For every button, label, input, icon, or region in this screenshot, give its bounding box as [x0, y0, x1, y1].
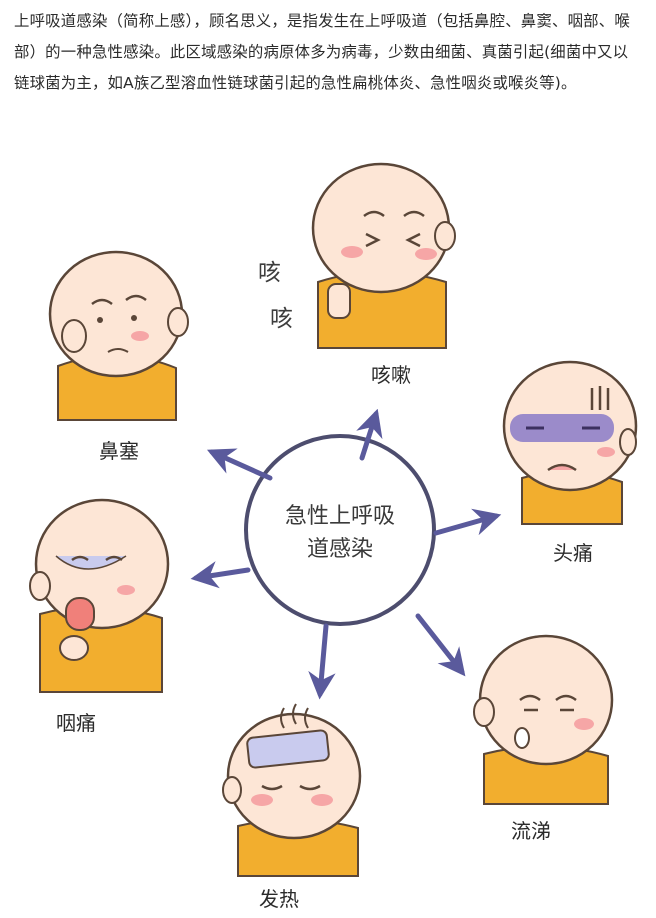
nasal-congestion-figure — [48, 250, 189, 421]
center-title-line-1: 急性上呼吸 — [285, 504, 395, 529]
intro-paragraph: 上呼吸道感染（简称上感），顾名思义，是指发生在上呼吸道（包括鼻腔、鼻窦、咽部、喉… — [14, 12, 630, 92]
symptom-label-nasal-congestion: 鼻塞 — [99, 439, 139, 463]
headache-figure — [502, 360, 638, 525]
cough-sound-1: 咳 — [258, 260, 281, 286]
arrow-to-fever — [308, 623, 336, 700]
fever-figure — [222, 703, 362, 877]
symptom-label-cough: 咳嗽 — [371, 363, 411, 387]
arrow-to-sore-throat — [190, 561, 251, 589]
symptom-label-runny-nose: 流涕 — [511, 819, 551, 843]
center-title-line-2: 道感染 — [307, 537, 373, 562]
symptom-label-headache: 头痛 — [553, 541, 593, 565]
sore-throat-figure — [29, 498, 170, 693]
arrow-to-nasal-congestion — [206, 448, 273, 481]
arrows — [190, 408, 502, 700]
arrow-to-headache — [433, 508, 502, 536]
cough-figure: 咳 咳 — [258, 162, 456, 349]
center-node: 急性上呼吸 道感染 — [244, 434, 436, 626]
symptom-label-sore-throat: 咽痛 — [56, 711, 96, 735]
arrow-to-runny-nose — [415, 613, 466, 677]
runny-nose-figure — [473, 634, 614, 805]
cough-sound-2: 咳 — [270, 306, 293, 332]
arrow-to-cough — [356, 408, 383, 461]
symptom-label-fever: 发热 — [259, 887, 299, 911]
